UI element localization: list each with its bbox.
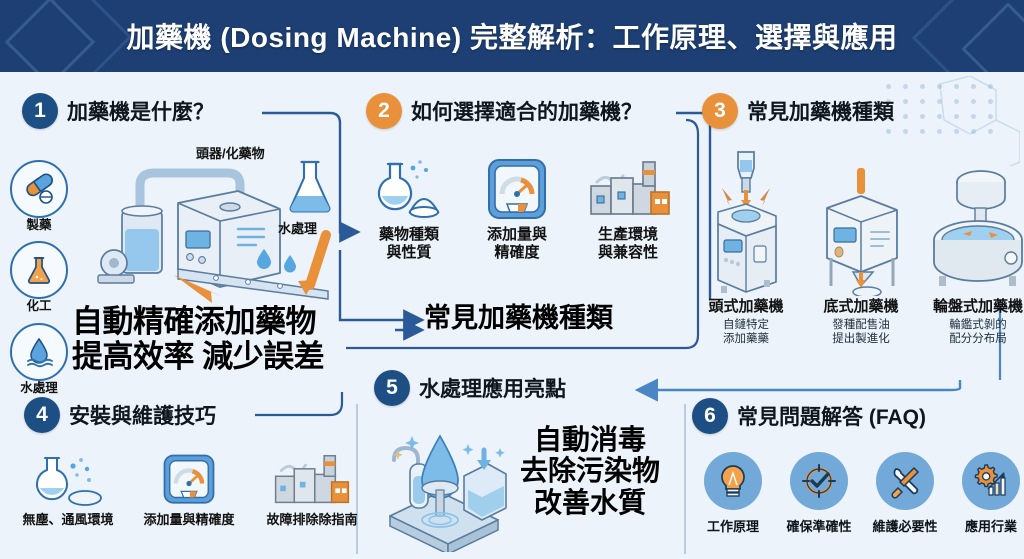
section-6-items: 工作原理 確保準確性 維護必要性: [694, 452, 1024, 535]
bottle-dosing-machine-icon: [694, 146, 798, 294]
section-4-title: 安裝與維護技巧: [69, 405, 216, 428]
item-label: 應用行業: [964, 519, 1017, 534]
section-3-badge: 3: [702, 93, 738, 129]
item-label: 生產環境 與兼容性: [597, 226, 658, 261]
item-label: 底式加藥機: [823, 298, 899, 315]
factory-icon: [585, 150, 671, 222]
item-label: 藥物種類 與性質: [378, 226, 439, 261]
section-2-title: 如何選擇適合的加藥機？: [411, 101, 642, 124]
lightbulb-icon: [704, 452, 762, 510]
dosing-machine-illustration: [97, 168, 331, 303]
list-item: 頭式加藥機 自鏈特定 添加藥藥: [692, 146, 800, 347]
section-6-header: 6 常見問題解答 (FAQ): [692, 398, 926, 434]
item-label: 添加量與精確度: [143, 512, 235, 527]
item-label: 輪盤式加藥機: [932, 298, 1023, 315]
list-item: 藥物種類 與性質: [366, 150, 452, 262]
flask-powder-icon: [368, 150, 450, 222]
item-label: 維護必要性: [872, 519, 938, 534]
list-item: 製藥: [10, 160, 68, 232]
diagram-label-dosing-head: 頭器/化藥物: [196, 146, 265, 161]
list-item: 無塵、通風環境: [12, 452, 124, 528]
diagram-label-water-treatment: 水處理: [278, 221, 318, 236]
section-5-header: 5 水處理應用亮點: [374, 370, 566, 406]
section-3-title: 常見加藥機種類: [747, 101, 894, 124]
section-1-header: 1 加藥機是什麼？: [22, 93, 214, 129]
list-item: 底式加藥機 發種配售油 提出製進化: [806, 146, 916, 347]
item-label: 添加量與 精確度: [486, 226, 547, 261]
wrench-screwdriver-icon: [876, 452, 934, 510]
gauge-icon: [485, 150, 549, 222]
list-item: 維護必要性: [866, 452, 944, 535]
target-check-icon: [790, 452, 848, 510]
section-2-items: 藥物種類 與性質 添加量與 精確度: [366, 150, 674, 262]
section-4-header: 4 安裝與維護技巧: [24, 397, 216, 433]
section-3-header: 3 常見加藥機種類: [702, 93, 894, 129]
divider-right: [684, 404, 686, 554]
section-1-title: 加藥機是什麼？: [67, 101, 214, 124]
water-treatment-isometric-icon: [389, 434, 507, 552]
item-subtitle: 自鏈特定 添加藥藥: [723, 319, 769, 346]
flask-icon: [10, 241, 68, 300]
section-5-statement: 自動消毒 去除污染物 改善水質: [520, 424, 661, 518]
list-item: 故障排除除指南: [254, 452, 370, 528]
section-1-statement: 自動精確添加藥物 提高效率 減少誤差: [72, 304, 325, 374]
gauge-icon: [161, 452, 217, 508]
section-1-badge: 1: [22, 93, 58, 129]
background-dot-grid: [886, 84, 1006, 144]
industry-label: 水處理: [20, 380, 58, 395]
page-title: 加藥機 (Dosing Machine) 完整解析：工作原理、選擇與應用: [126, 22, 898, 53]
industry-icon-list: 製藥 化工 水處理: [10, 160, 68, 395]
page-header: 加藥機 (Dosing Machine) 完整解析：工作原理、選擇與應用: [0, 0, 1024, 72]
beaker-icon: [289, 160, 331, 213]
list-item: 確保準確性: [780, 452, 858, 535]
section-3-items: 頭式加藥機 自鏈特定 添加藥藥: [692, 146, 1024, 347]
water-drop-icon: [10, 322, 68, 381]
section-5-badge: 5: [374, 370, 410, 406]
divider-center: [356, 404, 358, 554]
pill-icon: [10, 160, 68, 218]
flask-dust-icon: [25, 452, 111, 508]
section-4-items: 無塵、通風環境 添加量與精確度: [12, 452, 370, 528]
list-item: 輪盤式加藥機 輪鑑式剝的 配分分布局: [922, 146, 1024, 347]
section-2-badge: 2: [366, 93, 402, 129]
section-6-badge: 6: [692, 398, 728, 434]
gear-chart-icon: [962, 452, 1020, 510]
rotary-dosing-machine-icon: [923, 146, 1024, 294]
item-label: 確保準確性: [786, 519, 852, 534]
item-label: 工作原理: [706, 519, 759, 534]
list-item: 添加量與精確度: [134, 452, 244, 528]
list-item: 生產環境 與兼容性: [582, 150, 674, 262]
item-label: 無塵、通風環境: [22, 512, 114, 527]
item-label: 頭式加藥機: [708, 298, 784, 315]
list-item: 化工: [10, 241, 68, 313]
section-4-badge: 4: [24, 397, 60, 433]
industry-label: 製藥: [26, 218, 52, 232]
item-subtitle: 發種配售油 提出製進化: [832, 319, 890, 346]
section-2-callout: 常見加藥機種類: [424, 303, 613, 333]
section-6-title: 常見問題解答 (FAQ): [737, 406, 926, 429]
list-item: 添加量與 精確度: [474, 150, 560, 262]
factory-icon: [269, 452, 355, 508]
list-item: 工作原理: [694, 452, 772, 535]
list-item: 應用行業: [952, 452, 1024, 535]
item-subtitle: 輪鑑式剝的 配分分布局: [949, 319, 1007, 346]
item-label: 故障排除除指南: [266, 512, 358, 527]
background-polygon-decoration: [939, 76, 1020, 166]
section-5-title: 水處理應用亮點: [419, 378, 566, 401]
section-2-header: 2 如何選擇適合的加藥機？: [366, 93, 642, 129]
industry-label: 化工: [26, 299, 52, 314]
list-item: 水處理: [10, 322, 68, 395]
hopper-dosing-machine-icon: [807, 146, 915, 296]
